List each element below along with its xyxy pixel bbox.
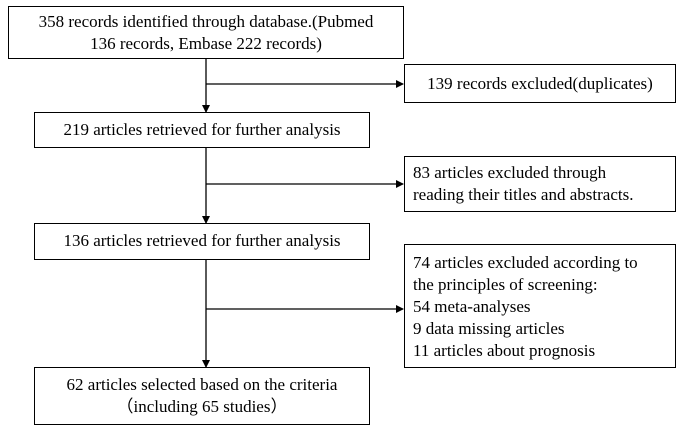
retrieved-2-line: 136 articles retrieved for further analy… (63, 231, 341, 250)
title-abstract-excluded-box: 83 articles excluded through reading the… (404, 156, 676, 212)
title-abstract-excluded-line-2: reading their titles and abstracts. (413, 185, 634, 204)
title-abstract-excluded-line-1: 83 articles excluded through (413, 163, 607, 182)
screening-excluded-line-3: 54 meta-analyses (413, 297, 531, 316)
selected-box: 62 articles selected based on the criter… (34, 367, 370, 425)
duplicates-excluded-box: 139 records excluded(duplicates) (404, 64, 676, 103)
identified-line-2: 136 records, Embase 222 records) (90, 34, 322, 53)
identified-line-1: 358 records identified through database.… (38, 12, 374, 31)
screening-excluded-box: 74 articles excluded according to the pr… (404, 244, 676, 368)
retrieved-1-box: 219 articles retrieved for further analy… (34, 112, 370, 148)
selected-line-1: 62 articles selected based on the criter… (66, 375, 338, 394)
duplicates-excluded-line: 139 records excluded(duplicates) (427, 74, 653, 93)
screening-excluded-line-1: 74 articles excluded according to (413, 253, 638, 272)
screening-excluded-line-5: 11 articles about prognosis (413, 341, 596, 360)
retrieved-1-line: 219 articles retrieved for further analy… (63, 120, 341, 139)
screening-excluded-line-4: 9 data missing articles (413, 319, 565, 338)
screening-excluded-line-2: the principles of screening: (413, 275, 598, 294)
selected-line-2: （including 65 studies） (116, 397, 288, 416)
retrieved-2-box: 136 articles retrieved for further analy… (34, 223, 370, 260)
identified-records-box: 358 records identified through database.… (8, 6, 404, 59)
